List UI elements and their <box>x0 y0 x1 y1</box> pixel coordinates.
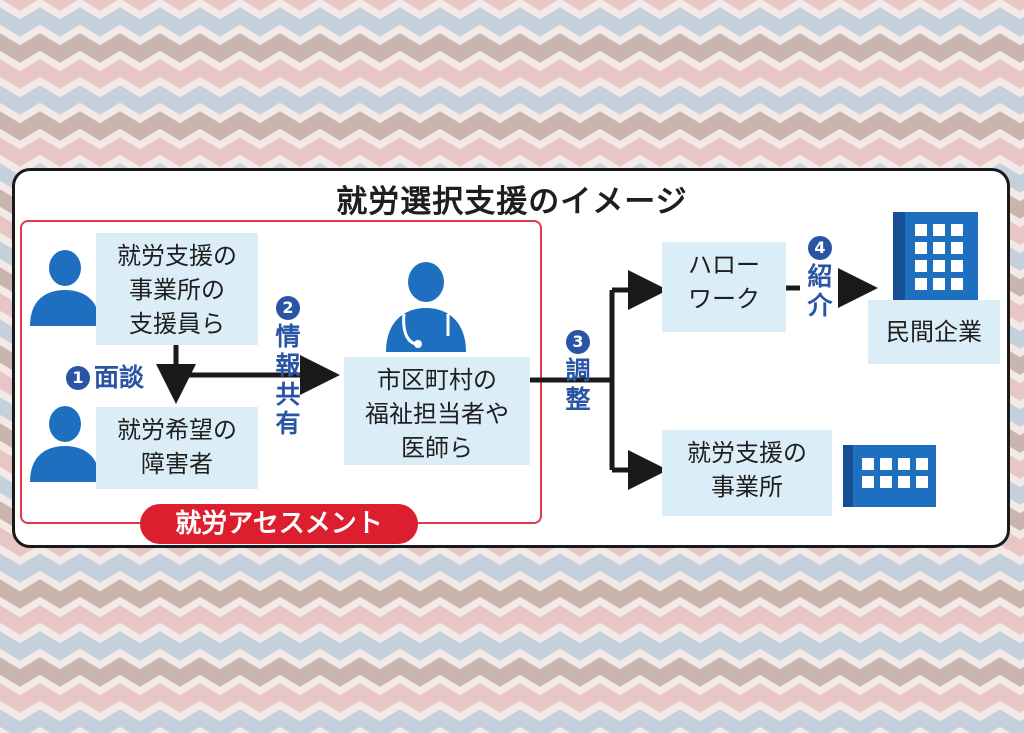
window <box>916 458 928 470</box>
municipal-box: 市区町村の 福祉担当者や 医師ら <box>344 357 530 465</box>
window <box>915 242 927 254</box>
step-3-badge: 3 <box>566 330 590 354</box>
person-icon <box>30 406 100 482</box>
window <box>933 278 945 290</box>
box-line: 支援員ら <box>129 310 225 338</box>
applicant-box: 就労希望の 障害者 <box>96 407 258 489</box>
window <box>915 224 927 236</box>
private-company-box: 民間企業 <box>868 300 1000 364</box>
step-2-label: 情 報 共 有 <box>275 322 301 438</box>
window <box>915 260 927 272</box>
box-line: 医師ら <box>401 434 473 462</box>
box-line: ワーク <box>688 285 760 313</box>
doctor-icon <box>386 262 466 352</box>
window <box>916 476 928 488</box>
support-office-box: 就労支援の 事業所 <box>662 430 832 516</box>
step-4-label: 紹 介 <box>807 262 833 320</box>
window <box>880 476 892 488</box>
step-2-badge: 2 <box>276 296 300 320</box>
window <box>933 224 945 236</box>
window <box>880 458 892 470</box>
box-line: 福祉担当者や <box>365 400 509 428</box>
office-building-icon <box>843 445 936 507</box>
box-line: 市区町村の <box>377 366 497 394</box>
box-line: ハロー <box>688 251 760 279</box>
step-3-label: 調 整 <box>565 356 591 414</box>
step-1-label: 面談 <box>94 363 145 392</box>
box-line: 就労支援の <box>687 439 807 467</box>
window <box>915 278 927 290</box>
box-line: 事業所 <box>711 473 783 501</box>
diagram-title: 就労選択支援のイメージ <box>336 184 688 220</box>
support-staff-box: 就労支援の 事業所の 支援員ら <box>96 233 258 345</box>
window <box>862 476 874 488</box>
person-icon <box>30 250 100 326</box>
window <box>951 278 963 290</box>
box-line: 就労支援の <box>117 242 237 270</box>
box-line: 事業所の <box>129 276 225 304</box>
window <box>898 458 910 470</box>
window <box>862 458 874 470</box>
step-4-badge: 4 <box>808 236 832 260</box>
assessment-label: 就労アセスメント <box>140 504 418 544</box>
window <box>951 260 963 272</box>
step-1-badge: 1 <box>66 366 90 390</box>
hello-work-box: ハロー ワーク <box>662 242 786 332</box>
window <box>951 224 963 236</box>
window <box>933 242 945 254</box>
box-line: 就労希望の <box>117 416 237 444</box>
window <box>933 260 945 272</box>
box-line: 障害者 <box>141 450 213 478</box>
window <box>951 242 963 254</box>
box-line: 民間企業 <box>886 318 982 346</box>
office-building-icon <box>893 212 978 300</box>
window <box>898 476 910 488</box>
